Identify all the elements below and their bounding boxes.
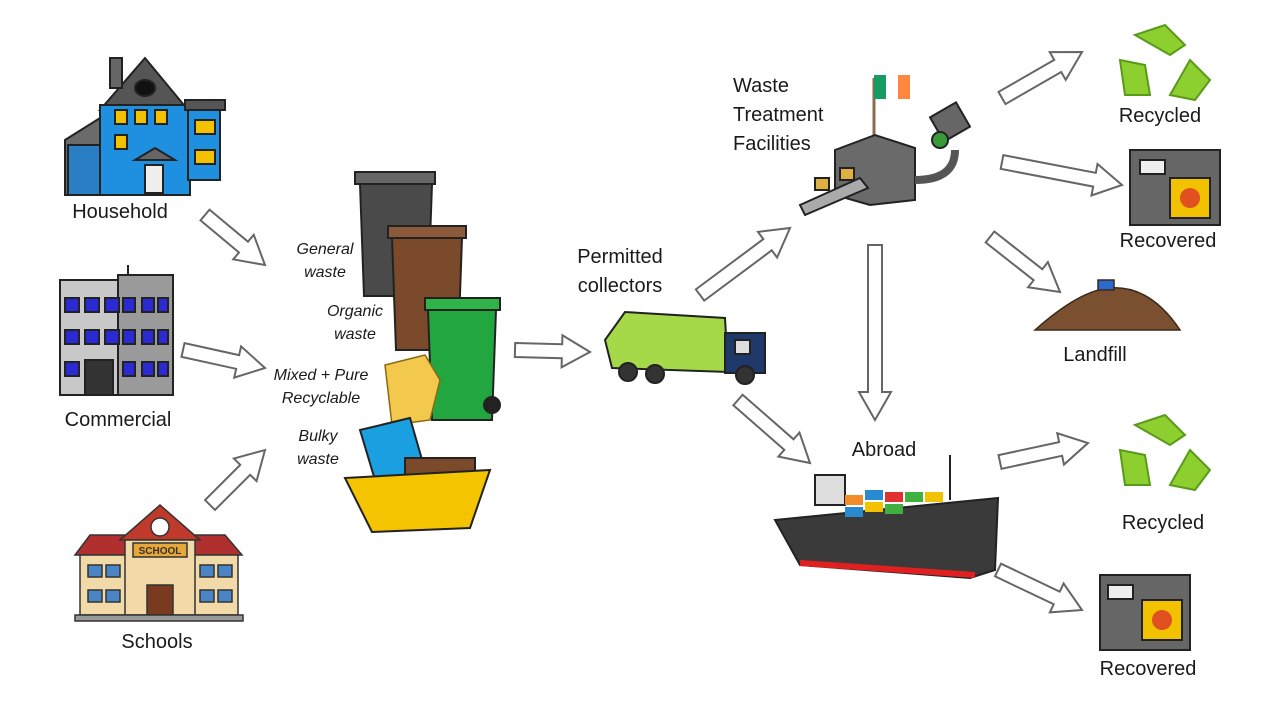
arrow-abroad-to-recovered bbox=[993, 562, 1084, 614]
landfill-label: Landfill bbox=[1063, 344, 1127, 366]
recyclables-bale-icon bbox=[384, 354, 441, 426]
household-house-icon bbox=[64, 56, 226, 196]
arrow-treatment-to-landfill bbox=[984, 230, 1062, 294]
arrow-schools-to-bins bbox=[203, 448, 267, 512]
mixed-recyclable-label-line1: Mixed + Pure bbox=[273, 367, 369, 384]
collection-truck-icon bbox=[603, 310, 766, 385]
recycling-bin-icon bbox=[424, 297, 501, 421]
mixed-recyclable-label-line2: Recyclable bbox=[281, 390, 361, 407]
arrow-treatment-to-recovered bbox=[999, 153, 1124, 197]
general-waste-label: General waste bbox=[297, 238, 354, 284]
household-label: Household bbox=[72, 201, 168, 223]
schools-label: Schools bbox=[121, 631, 193, 653]
permitted-collectors-label: Permitted collectors bbox=[577, 243, 663, 301]
bulky-waste-label: Bulky waste bbox=[297, 425, 339, 471]
flow-arrows bbox=[180, 50, 1124, 614]
treatment-line2: Treatment bbox=[733, 104, 824, 126]
arrow-household-to-bins bbox=[199, 208, 267, 267]
treatment-facility-icon bbox=[798, 75, 972, 217]
commercial-label: Commercial bbox=[64, 409, 172, 431]
organic-waste-label-line2: waste bbox=[334, 326, 376, 343]
arrow-treatment-to-recycled bbox=[997, 50, 1084, 106]
school-sign: SCHOOL bbox=[139, 546, 182, 557]
abroad-label: Abroad bbox=[851, 439, 917, 461]
organic-waste-label: Organic waste bbox=[327, 300, 383, 346]
treatment-line1: Waste bbox=[733, 75, 789, 97]
recycle-symbol-icon-abroad bbox=[1118, 413, 1212, 492]
landfill-mound-icon bbox=[1033, 279, 1182, 331]
general-waste-label-line2: waste bbox=[304, 264, 346, 281]
cargo-ship-icon bbox=[773, 455, 1000, 580]
organic-waste-label-line1: Organic bbox=[326, 303, 384, 320]
arrow-treatment-to-abroad bbox=[857, 244, 893, 423]
arrow-abroad-to-recycled bbox=[997, 431, 1090, 471]
commercial-building-icon bbox=[59, 265, 174, 396]
energy-recovery-incinerator-icon-abroad bbox=[1099, 574, 1191, 651]
recycle-symbol-icon-top bbox=[1118, 23, 1212, 102]
bulky-waste-label-line1: Bulky bbox=[298, 428, 338, 445]
arrow-commercial-to-bins bbox=[180, 341, 267, 380]
treatment-line3: Facilities bbox=[733, 133, 811, 155]
arrow-bins-to-collectors bbox=[513, 333, 593, 369]
collectors-line1: Permitted bbox=[577, 246, 663, 268]
recycled-label-abroad: Recycled bbox=[1121, 512, 1205, 534]
bulky-waste-label-line2: waste bbox=[297, 451, 339, 468]
arrow-collectors-to-abroad bbox=[731, 393, 812, 465]
energy-recovery-incinerator-icon-top bbox=[1129, 149, 1221, 226]
recycled-label-top: Recycled bbox=[1118, 105, 1202, 127]
irish-flag-icon bbox=[874, 75, 910, 99]
recovered-label-abroad: Recovered bbox=[1099, 658, 1197, 680]
bulky-waste-skip-icon bbox=[343, 416, 492, 534]
school-building-icon: SCHOOL bbox=[73, 504, 244, 622]
general-waste-label-line1: General bbox=[296, 241, 354, 258]
recovered-label-top: Recovered bbox=[1119, 230, 1217, 252]
collectors-line2: collectors bbox=[577, 275, 663, 297]
arrow-collectors-to-treatment bbox=[694, 226, 792, 303]
